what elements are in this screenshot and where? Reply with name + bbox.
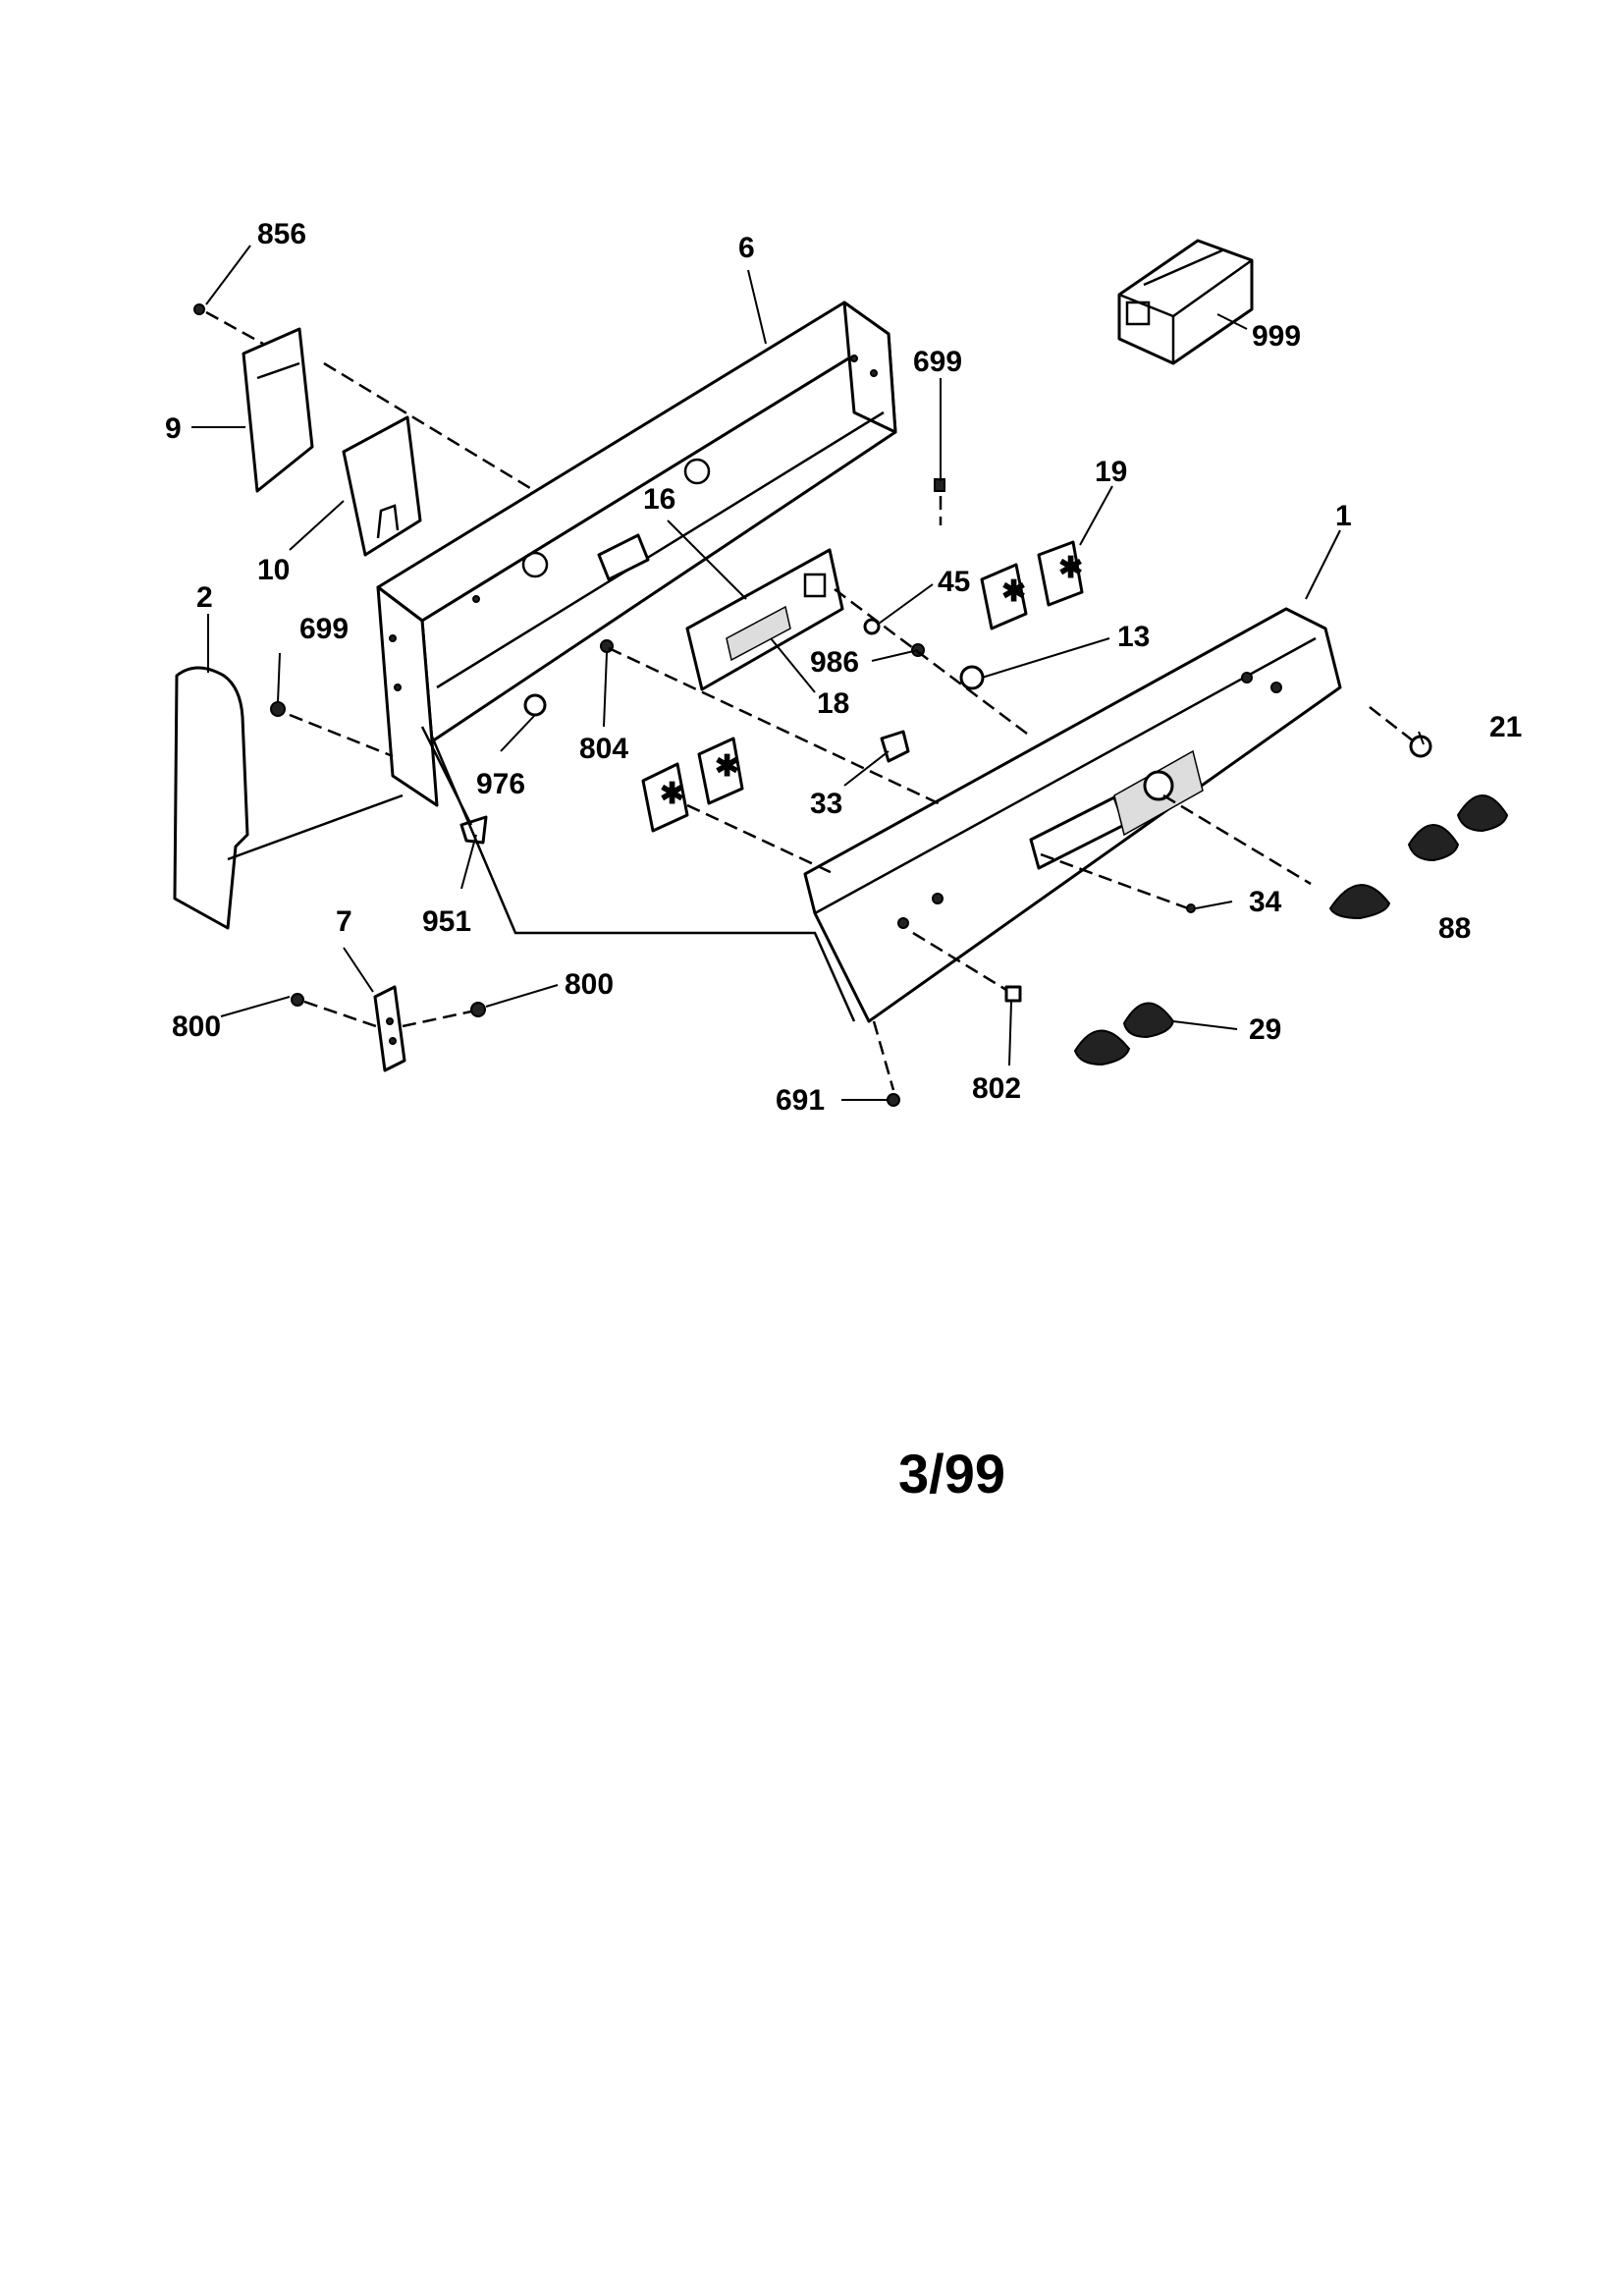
part-7-bracket (373, 985, 406, 1072)
callout-88: 88 (1438, 912, 1471, 945)
lower-switches: ✱ ✱ (641, 737, 744, 833)
part-9-bracket (242, 327, 314, 493)
callout-699-left: 699 (299, 613, 349, 645)
part-19-switches: ✱ ✱ (980, 540, 1084, 630)
knob-group-29 (1073, 1002, 1175, 1066)
date-code: 3/99 (898, 1443, 1005, 1504)
fasteners (193, 303, 1432, 1107)
assembly-lines (205, 310, 1415, 1091)
callout-800-left: 800 (172, 1011, 221, 1043)
leader-lines (191, 245, 1425, 1101)
callout-951: 951 (422, 905, 471, 938)
part-2-side-trim (173, 666, 249, 930)
callout-986: 986 (810, 646, 859, 679)
svg-text:✱: ✱ (1058, 552, 1083, 584)
callout-labels: 856 6 999 9 699 19 10 16 1 2 45 699 13 9… (165, 218, 1522, 1117)
part-999-box (1117, 239, 1254, 365)
callout-16: 16 (643, 483, 675, 516)
callout-13: 13 (1117, 621, 1150, 653)
callout-18: 18 (817, 687, 849, 720)
callout-19: 19 (1095, 456, 1127, 488)
svg-text:✱: ✱ (1001, 575, 1026, 608)
knob-group-88 (1328, 794, 1509, 920)
callout-10: 10 (257, 554, 290, 586)
callout-7: 7 (336, 905, 352, 938)
callout-802: 802 (972, 1072, 1021, 1105)
callout-976: 976 (476, 768, 525, 800)
svg-text:✱: ✱ (660, 778, 684, 810)
callout-699-top: 699 (913, 346, 962, 378)
callout-34: 34 (1249, 886, 1282, 918)
part-1-control-panel (803, 607, 1342, 1023)
callout-691: 691 (776, 1084, 825, 1117)
callout-856: 856 (257, 218, 306, 250)
callout-9: 9 (165, 412, 182, 445)
part-6-backguard-frame (376, 301, 897, 807)
callout-999: 999 (1252, 320, 1301, 353)
callout-45: 45 (938, 566, 970, 598)
callout-29: 29 (1249, 1013, 1281, 1046)
callout-33: 33 (810, 788, 842, 820)
callout-21: 21 (1489, 711, 1522, 743)
part-10-bracket (342, 415, 422, 557)
svg-text:✱: ✱ (715, 750, 739, 783)
callout-1: 1 (1335, 500, 1352, 532)
callout-2: 2 (196, 581, 213, 614)
callout-6: 6 (738, 232, 755, 264)
callout-800-right: 800 (565, 968, 614, 1001)
part-16-control-board (685, 548, 844, 691)
callout-804: 804 (579, 733, 628, 765)
